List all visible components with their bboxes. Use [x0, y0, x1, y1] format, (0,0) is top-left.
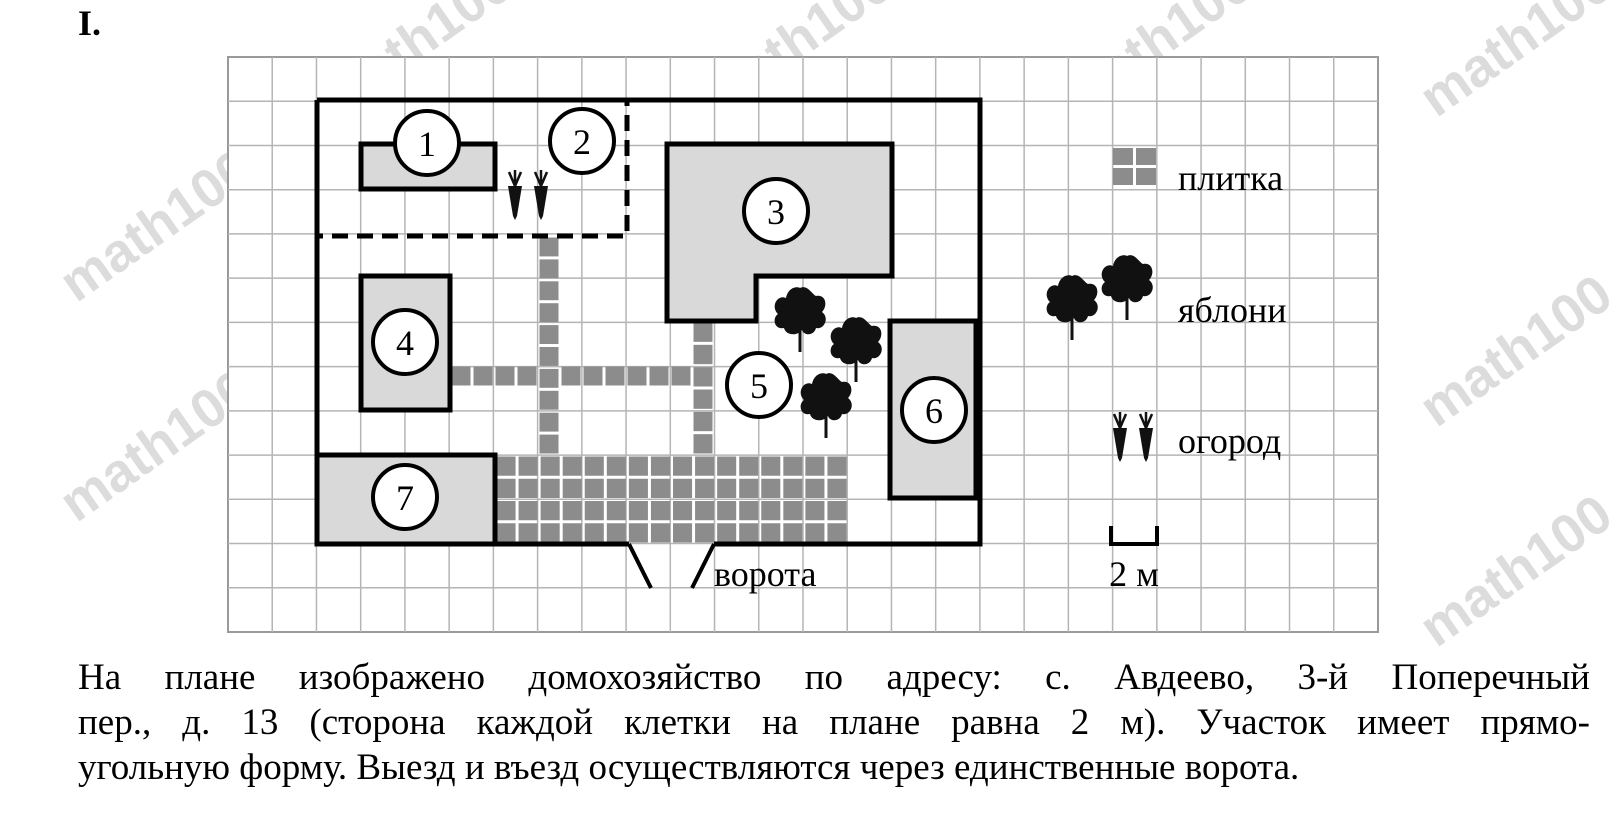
svg-text:7: 7: [396, 478, 414, 518]
svg-text:4: 4: [396, 323, 414, 363]
legend-apple-trees-label: яблони: [1178, 290, 1286, 330]
svg-text:5: 5: [750, 366, 768, 406]
gate: [627, 543, 716, 589]
svg-text:1: 1: [418, 124, 436, 164]
zone-3-marker: 3: [742, 177, 810, 245]
task-description: На плане изображено домохозяйство по адр…: [78, 655, 1590, 790]
description-line-2: пер., д. 13 (сторона каждой клетки на пл…: [78, 702, 1590, 743]
zone-4-marker: 4: [371, 308, 439, 376]
legend: плитка яблони огород 2 м: [1045, 148, 1286, 594]
legend-garden-label: огород: [1178, 421, 1281, 461]
zone-2-marker: 2: [548, 107, 616, 175]
legend-tile-icon: [1113, 148, 1156, 185]
description-line-1: На плане изображено домохозяйство по адр…: [78, 657, 1590, 698]
zone-labels: 1 2 3 4 5 6 7: [371, 107, 968, 531]
zone-7-marker: 7: [371, 463, 439, 531]
plot-plan: ворота 1 2 3 4 5 6: [227, 56, 1379, 633]
tile-paving: [451, 237, 847, 543]
legend-scale-label: 2 м: [1109, 554, 1159, 594]
legend-tile-label: плитка: [1178, 158, 1283, 198]
zone-5-marker: 5: [725, 351, 793, 419]
legend-scale-bar: [1109, 526, 1159, 546]
svg-text:6: 6: [925, 391, 943, 431]
description-line-3: угольную форму. Выезд и въезд осуществля…: [78, 747, 1300, 788]
task-number: I.: [78, 3, 102, 43]
gate-label: ворота: [714, 554, 816, 594]
svg-text:3: 3: [767, 192, 785, 232]
zone-1-marker: 1: [393, 109, 461, 177]
zone-6-marker: 6: [900, 376, 968, 444]
zone-2-area: [314, 97, 630, 239]
svg-text:2: 2: [573, 122, 591, 162]
